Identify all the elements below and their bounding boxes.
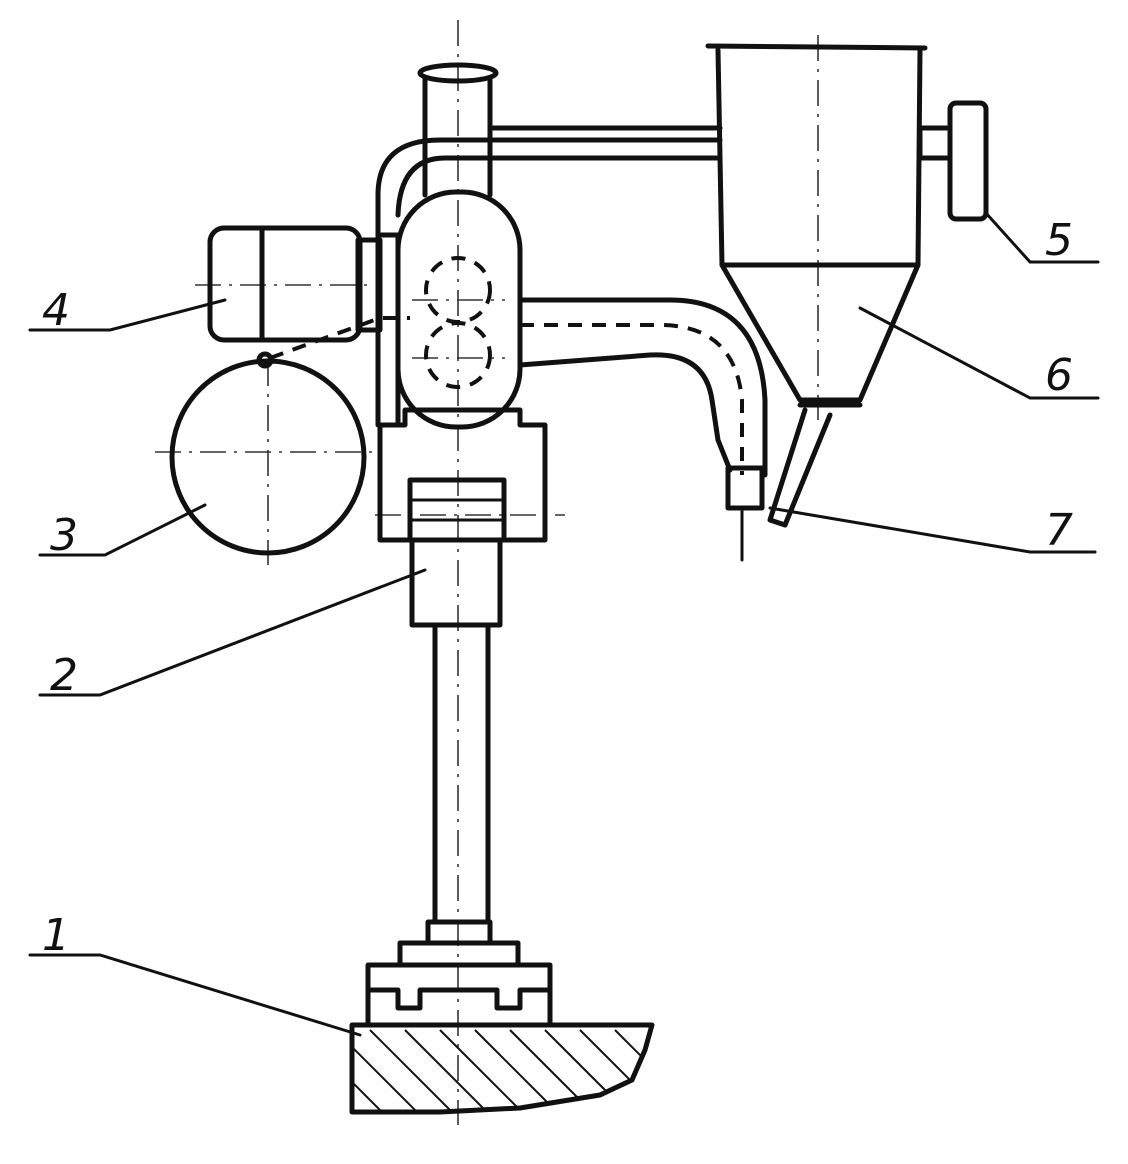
wire-spool	[169, 316, 410, 556]
sleeve-collar	[407, 477, 507, 543]
flux-chute	[767, 407, 833, 528]
feed-roller-bottom	[424, 321, 492, 389]
callout-7: 7	[1045, 505, 1073, 556]
hose	[375, 125, 723, 238]
foundation	[349, 1022, 655, 1115]
torch-nozzle	[725, 465, 765, 511]
motor	[207, 225, 383, 343]
callout-3: 3	[50, 510, 78, 561]
callout-5: 5	[1045, 215, 1073, 266]
control-knob	[917, 100, 989, 222]
column-sleeve	[409, 537, 503, 628]
column	[407, 477, 507, 925]
callout-1: 1	[42, 910, 70, 961]
column-base	[365, 919, 553, 1028]
upper-tube	[417, 62, 499, 198]
callout-2: 2	[50, 650, 78, 701]
leader-lines	[28, 210, 1100, 1037]
callout-4: 4	[42, 285, 70, 336]
torch-arm	[517, 297, 768, 562]
feed-mechanism	[375, 189, 523, 430]
callout-6: 6	[1045, 350, 1073, 401]
